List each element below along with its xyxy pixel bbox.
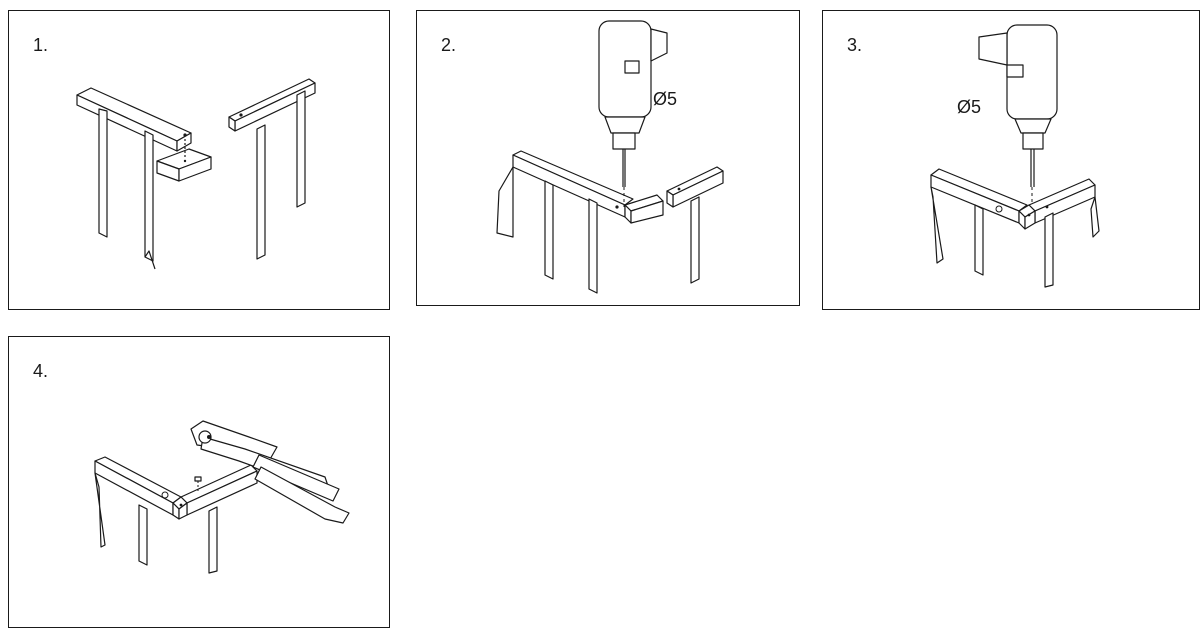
step-number: 2. — [441, 35, 457, 55]
drill-frame-illustration — [417, 11, 801, 307]
frame-parts-illustration — [9, 11, 391, 311]
rivet-frame-illustration — [9, 337, 391, 629]
step-2-panel: 2. Ø5 — [416, 10, 800, 306]
rivet-gun-icon — [191, 421, 349, 523]
step-number: 1. — [33, 35, 49, 55]
drill-diameter-label: Ø5 — [653, 89, 678, 109]
step-number: 4. — [33, 361, 49, 381]
step-3-panel: 3. Ø5 — [822, 10, 1200, 310]
drill-corner-illustration — [823, 11, 1200, 311]
step-1-panel: 1. — [8, 10, 390, 310]
step-4-panel: 4. — [8, 336, 390, 628]
drill-diameter-label: Ø5 — [957, 97, 982, 117]
step-number: 3. — [847, 35, 863, 55]
